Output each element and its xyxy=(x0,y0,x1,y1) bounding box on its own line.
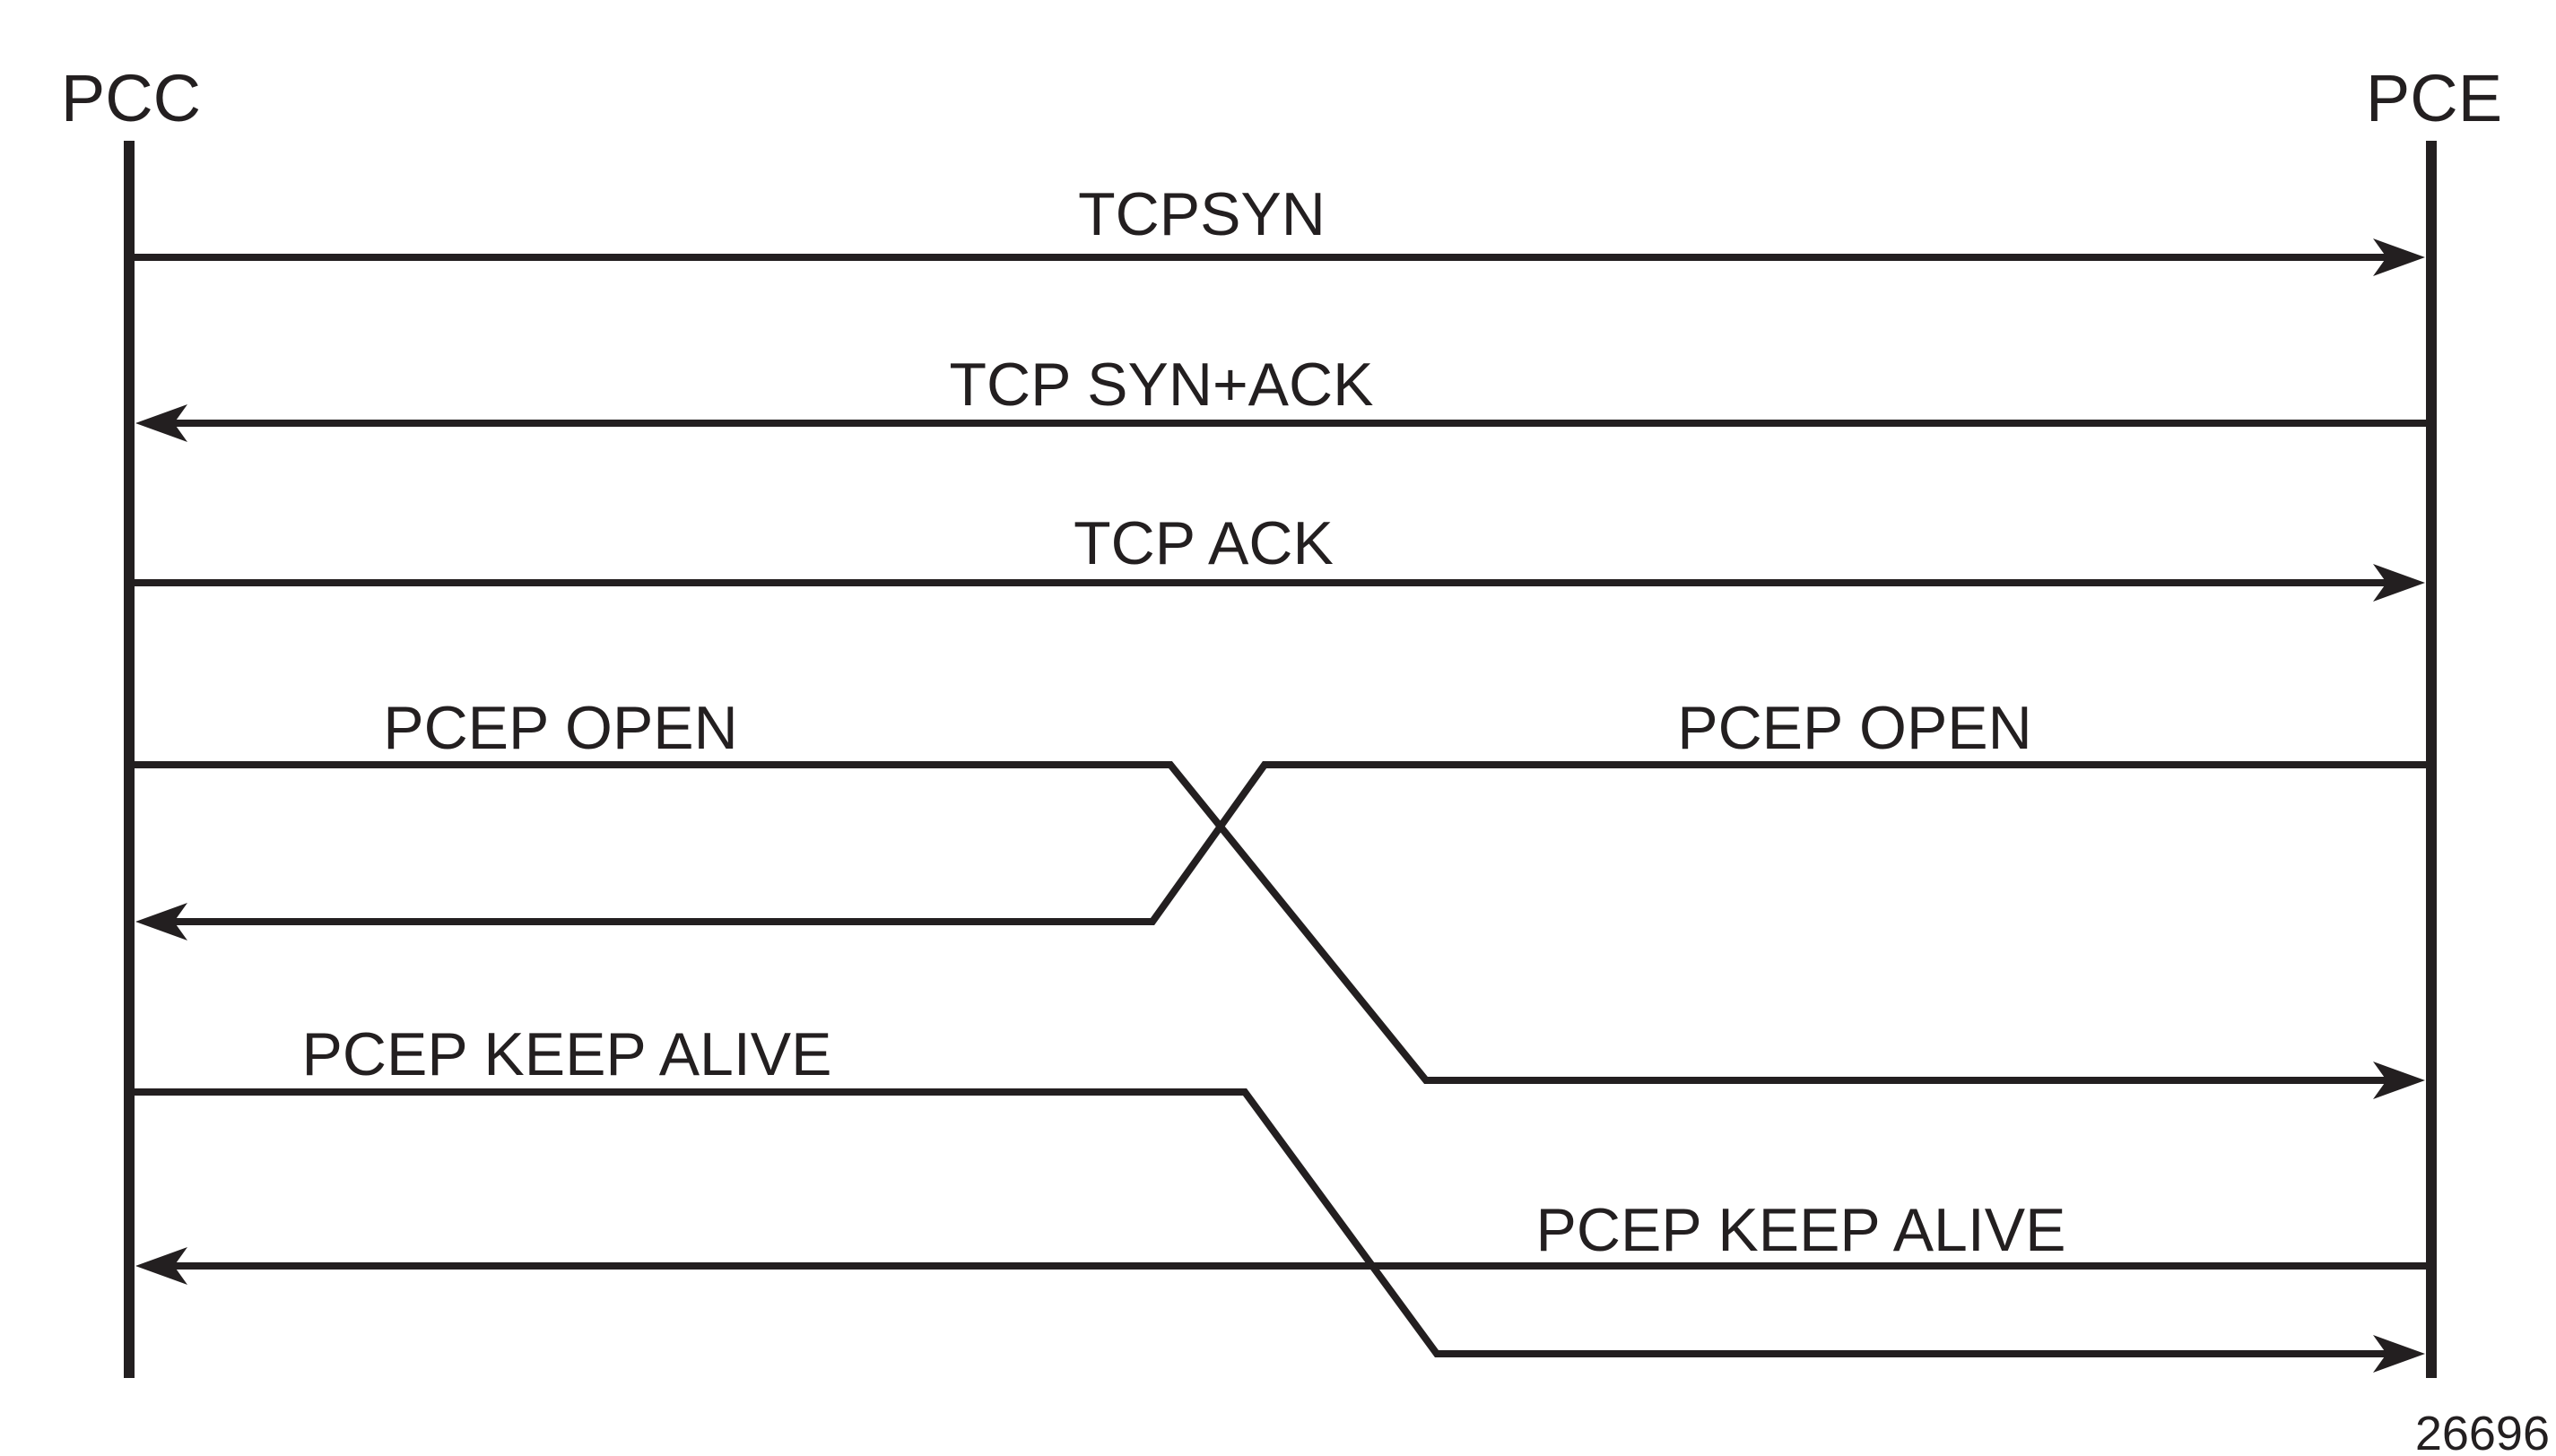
lifelines xyxy=(124,141,2437,1378)
arrowhead-right-icon xyxy=(2373,1335,2425,1373)
labels: PCC PCE TCPSYN TCP SYN+ACK TCP ACK PCEP … xyxy=(61,61,2550,1456)
message-label-pcep-keepalive-right: PCEP KEEP ALIVE xyxy=(1536,1196,2066,1264)
arrowhead-right-icon xyxy=(2373,1062,2425,1099)
actor-label-pce: PCE xyxy=(2366,61,2502,135)
arrowhead-left-icon xyxy=(135,404,187,442)
message-label-tcp-syn-ack: TCP SYN+ACK xyxy=(949,351,1373,419)
actor-label-pcc: PCC xyxy=(61,61,201,135)
message-line-pcep-open-from-pcc xyxy=(135,761,2387,1084)
arrowheads xyxy=(135,238,2425,1373)
figure-number: 26696 xyxy=(2415,1407,2550,1456)
message-label-tcp-ack: TCP ACK xyxy=(1074,509,1334,577)
message-label-tcpsyn: TCPSYN xyxy=(1078,180,1326,248)
message-label-pcep-open-left: PCEP OPEN xyxy=(383,694,738,762)
message-line-pcep-keepalive-from-pcc xyxy=(135,1088,2387,1357)
arrowhead-left-icon xyxy=(135,903,187,940)
message-lines xyxy=(135,254,2427,1357)
message-label-pcep-keepalive-left: PCEP KEEP ALIVE xyxy=(302,1020,832,1088)
message-label-pcep-open-right: PCEP OPEN xyxy=(1677,694,2032,762)
arrowhead-left-icon xyxy=(135,1247,187,1285)
message-line-pcep-open-from-pce xyxy=(174,761,2427,925)
arrowhead-right-icon xyxy=(2373,238,2425,276)
arrowhead-right-icon xyxy=(2373,564,2425,602)
